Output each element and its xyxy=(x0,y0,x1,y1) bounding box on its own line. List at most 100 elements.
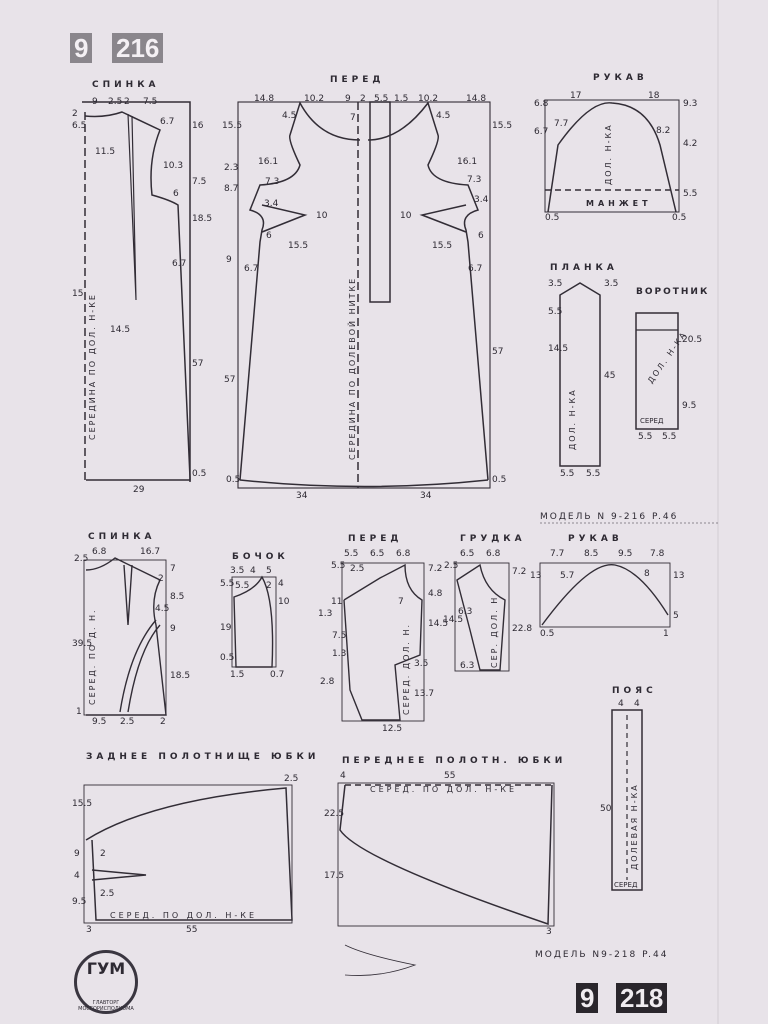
dimension-label: 6.3 xyxy=(458,607,473,617)
dimension-label: 15 xyxy=(72,289,84,299)
dimension-label: 7.3 xyxy=(467,175,482,185)
dimension-label: 4.5 xyxy=(155,604,170,614)
dimension-label: 5 xyxy=(266,566,272,576)
dimension-label: 16.1 xyxy=(258,157,279,167)
dimension-label: 2 xyxy=(100,849,106,859)
dimension-label: 18.5 xyxy=(192,214,213,224)
dimension-label: 20.5 xyxy=(682,335,703,345)
dimension-label: 7 xyxy=(170,564,176,574)
dimension-label: 6.8 xyxy=(92,547,107,557)
dimension-label: 0.5 xyxy=(226,475,241,485)
dimension-label: 3.5 xyxy=(414,659,429,669)
dimension-label: 4.2 xyxy=(683,139,698,149)
skirt-back-outline xyxy=(83,784,293,924)
dimension-label: 7.3 xyxy=(265,177,280,187)
dimension-label: 6 xyxy=(173,189,179,199)
dimension-label: 12.5 xyxy=(382,724,403,734)
dimension-label: 10.2 xyxy=(304,94,325,104)
dimension-label: 11.5 xyxy=(95,147,116,157)
dimension-label: 17 xyxy=(570,91,582,101)
dimension-label: 9 xyxy=(170,624,176,634)
dimension-label: 0.5 xyxy=(545,213,560,223)
dimension-label: 9.5 xyxy=(92,717,107,727)
dimension-label: 3.5 xyxy=(604,279,619,289)
dimension-label: 2 xyxy=(124,97,130,107)
dimension-label: 15.5 xyxy=(72,799,93,809)
dimension-label: 29 xyxy=(133,485,145,495)
dimension-label: 15.5 xyxy=(492,121,513,131)
dimension-label: 10 xyxy=(316,211,328,221)
grain-back2: СЕРЕД. ПО Д. Н. xyxy=(88,608,97,705)
dimension-label: 7.7 xyxy=(554,119,569,129)
dimension-label: 7.5 xyxy=(192,177,207,187)
series-badge: 9 xyxy=(70,33,93,63)
dimension-label: 6.8 xyxy=(396,549,411,559)
dimension-label: 6.7 xyxy=(468,264,483,274)
dimension-label: 6.7 xyxy=(534,127,549,137)
dimension-label: 9 xyxy=(74,849,80,859)
grain-sleeve: ДОЛ. Н-КА xyxy=(604,123,613,185)
dimension-label: 8.5 xyxy=(584,549,599,559)
dimension-label: 1.3 xyxy=(332,649,347,659)
title-skirt-front: ПЕРЕДНЕЕ ПОЛОТН. ЮБКИ xyxy=(342,756,567,766)
dimension-label: 55 xyxy=(444,771,456,781)
dimension-label: 5.5 xyxy=(235,581,250,591)
dimension-label: 1.5 xyxy=(230,670,245,680)
dimension-label: 0.5 xyxy=(192,469,207,479)
dimension-label: ГЛАВТОРГ МОСГОРИСПОЛКОМА xyxy=(78,1000,134,1012)
dimension-label: 5.5 xyxy=(220,579,235,589)
pen-scribble xyxy=(344,944,417,976)
dimension-label: 10.2 xyxy=(418,94,439,104)
dimension-label: 8.5 xyxy=(170,592,185,602)
dimension-label: 4.8 xyxy=(428,589,443,599)
dimension-label: 14.8 xyxy=(466,94,487,104)
footer-model-number-badge: 218 xyxy=(616,983,668,1013)
dimension-label: 34 xyxy=(296,491,308,501)
belt-outline xyxy=(611,709,643,891)
dimension-label: 6.7 xyxy=(172,259,187,269)
model-216-label: МОДЕЛЬ N 9-216 P.46 xyxy=(540,512,679,522)
dimension-label: 8.2 xyxy=(656,126,671,136)
dimension-label: 4 xyxy=(74,871,80,881)
dimension-label: 3.4 xyxy=(474,195,489,205)
model-number-badge: 216 xyxy=(112,33,164,63)
title-front: ПЕРЕД xyxy=(330,75,385,85)
dimension-label: 13 xyxy=(530,571,542,581)
dimension-label: 5.7 xyxy=(560,571,575,581)
dimension-label: 8.7 xyxy=(224,184,239,194)
dimension-label: 16 xyxy=(192,121,204,131)
dimension-label: 5.5 xyxy=(331,561,346,571)
dimension-label: 6.7 xyxy=(244,264,259,274)
dimension-label: 5.5 xyxy=(586,469,601,479)
dimension-label: 7.7 xyxy=(550,549,565,559)
label-cuff: МАНЖЕТ xyxy=(586,199,652,208)
dimension-label: 2 xyxy=(72,109,78,119)
dimension-label: 14.5 xyxy=(428,619,449,629)
dimension-label: 3.4 xyxy=(264,199,279,209)
dimension-label: 15.5 xyxy=(222,121,243,131)
dimension-label: 5.5 xyxy=(560,469,575,479)
dimension-label: 1.3 xyxy=(318,609,333,619)
dimension-label: 5.5 xyxy=(683,189,698,199)
grain-placket: ДОЛ. Н-КА xyxy=(568,388,577,450)
dimension-label: 7.2 xyxy=(428,564,443,574)
title-sleeve2: РУКАВ xyxy=(568,534,623,544)
dimension-label: 57 xyxy=(492,347,504,357)
dimension-label: 7.5 xyxy=(332,631,347,641)
dimension-label: 2.5 xyxy=(350,564,365,574)
dimension-label: 1 xyxy=(76,707,82,717)
dimension-label: 7.5 xyxy=(143,97,158,107)
dimension-label: 7 xyxy=(398,597,404,607)
dimension-label: 7.8 xyxy=(650,549,665,559)
front-piece-outline xyxy=(237,101,491,489)
footer-series-badge: 9 xyxy=(576,983,599,1013)
placket-outline xyxy=(559,282,601,467)
dimension-label: 0.5 xyxy=(540,629,555,639)
dimension-label: 5.5 xyxy=(638,432,653,442)
dimension-label: 7.2 xyxy=(512,567,527,577)
front2-outline xyxy=(341,562,425,722)
title-belt: ПОЯС xyxy=(612,686,657,696)
grain-belt: ДОЛЕВАЯ Н-КА xyxy=(630,783,639,870)
